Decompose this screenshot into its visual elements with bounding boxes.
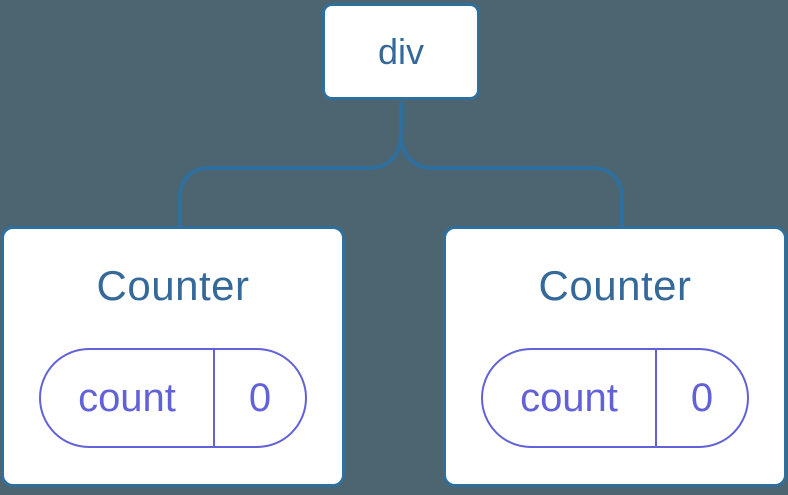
state-pill: count 0 bbox=[481, 348, 749, 448]
connector-branch-left bbox=[178, 101, 403, 229]
counter-card-right: Counter count 0 bbox=[443, 226, 787, 487]
state-pill: count 0 bbox=[39, 348, 307, 448]
state-key: count bbox=[520, 375, 618, 420]
component-name-label: Counter bbox=[96, 262, 250, 309]
counter-card-left: Counter count 0 bbox=[1, 226, 345, 487]
state-key: count bbox=[78, 375, 176, 420]
root-node-label: div bbox=[377, 30, 425, 72]
root-node-div: div bbox=[322, 3, 480, 100]
state-value: 0 bbox=[655, 350, 747, 446]
connector-branch-right bbox=[399, 101, 624, 229]
component-name-label: Counter bbox=[538, 262, 692, 309]
state-value: 0 bbox=[213, 350, 305, 446]
